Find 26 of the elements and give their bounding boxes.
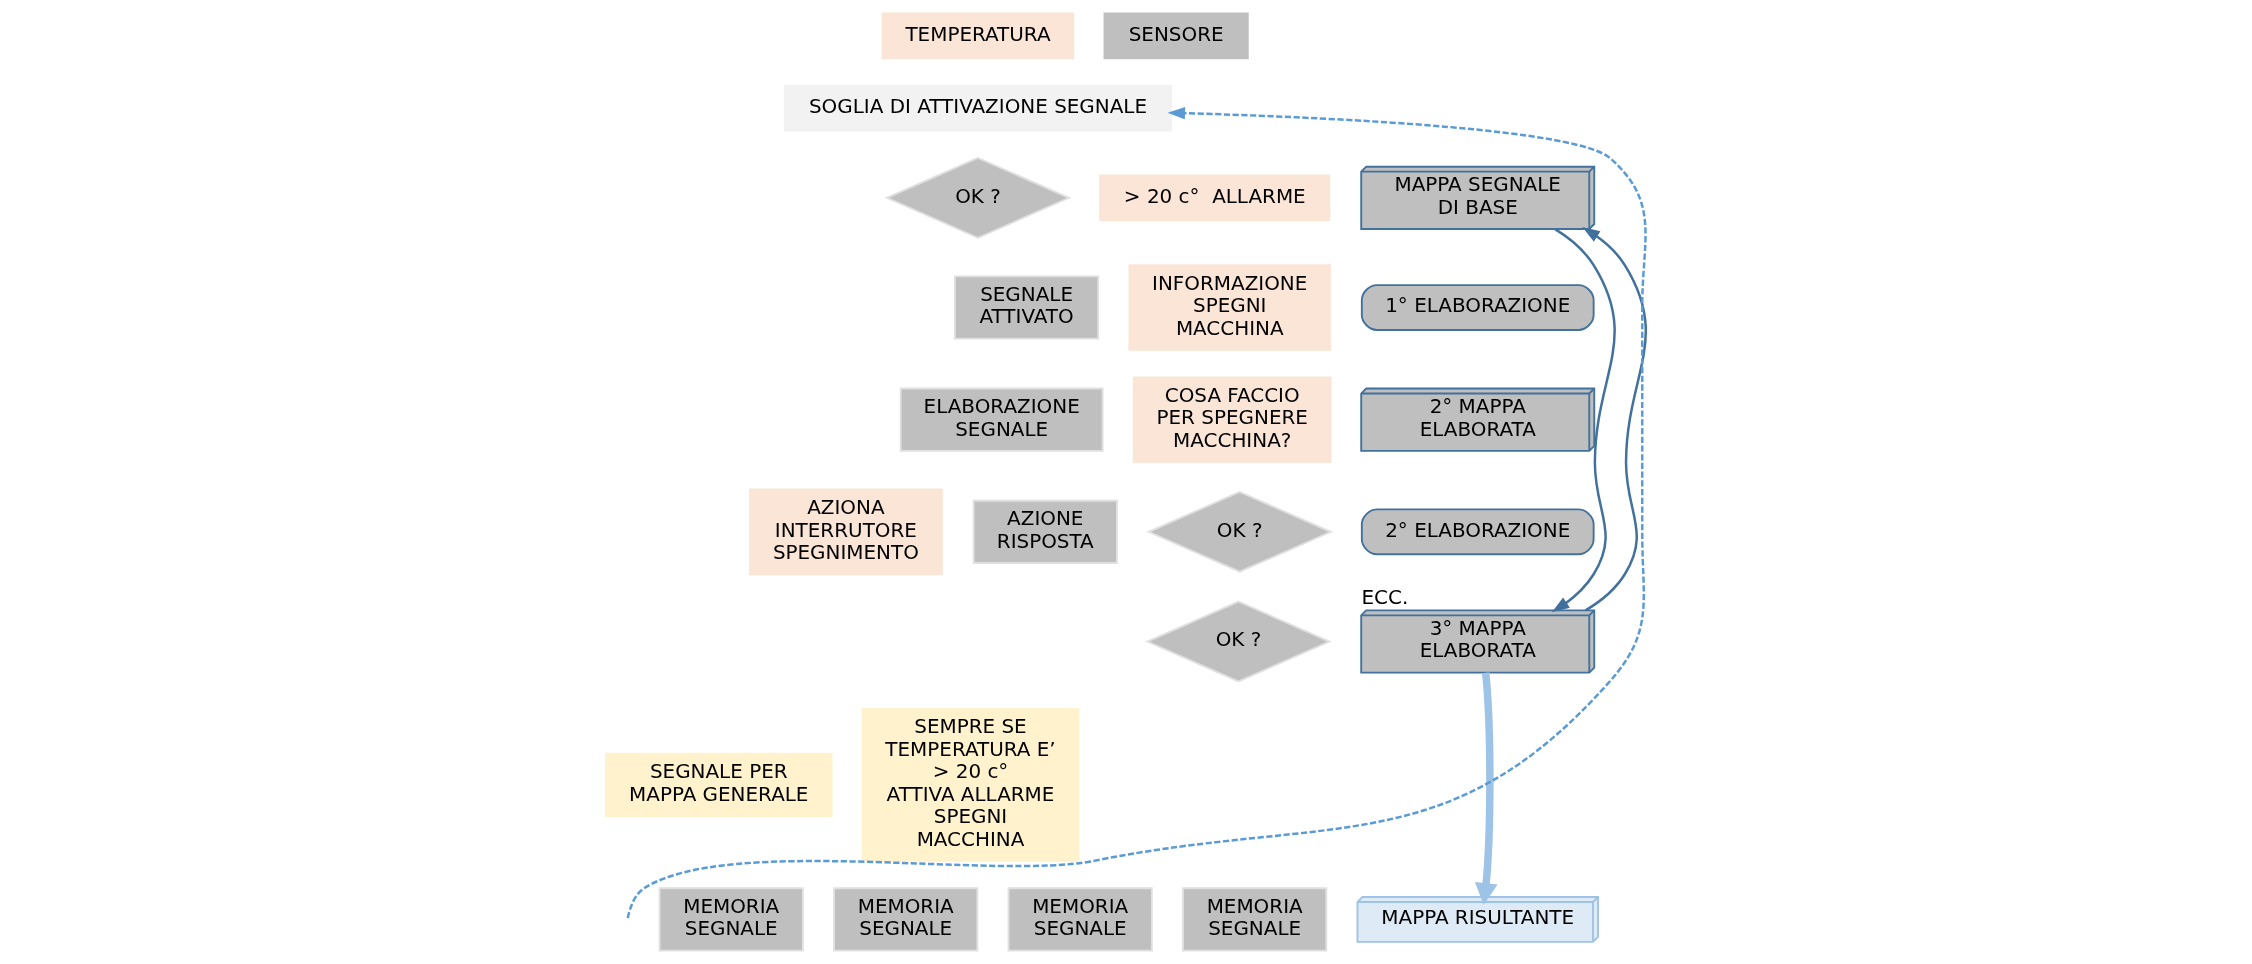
arrow — [1551, 228, 1616, 613]
node-box: TEMPERATURA — [881, 12, 1075, 60]
node-box: MEMORIA SEGNALE — [1182, 887, 1328, 952]
arrow — [1582, 227, 1647, 612]
node-box: AZIONA INTERRUTORE SPEGNIMENTO — [749, 488, 943, 576]
arrow — [626, 107, 1647, 919]
node-box: MEMORIA SEGNALE — [1007, 887, 1153, 952]
node-box: ELABORAZIONE SEGNALE — [899, 387, 1104, 452]
node-box: MEMORIA SEGNALE — [833, 887, 979, 952]
node-box: 2° ELABORAZIONE — [1360, 508, 1595, 556]
node-diamond: OK ? — [1146, 490, 1333, 573]
node-box: SEGNALE PER MAPPA GENERALE — [605, 752, 833, 817]
node-diamond: OK ? — [884, 156, 1072, 239]
node-box: SEGNALE ATTIVATO — [954, 275, 1100, 340]
node-box: 1° ELABORAZIONE — [1360, 284, 1595, 331]
node-box: SOGLIA DI ATTIVAZIONE SEGNALE — [783, 84, 1173, 132]
node-diamond: OK ? — [1145, 600, 1332, 683]
node-box: INFORMAZIONE SPEGNI MACCHINA — [1128, 264, 1331, 351]
node-box: MEMORIA SEGNALE — [658, 887, 804, 952]
arrow — [1474, 672, 1498, 905]
node-box: AZIONE RISPOSTA — [972, 499, 1118, 564]
node-box: SEMPRE SE TEMPERATURA E’ > 20 c° ATTIVA ALLARME SPEGNI MACCHINA — [861, 707, 1080, 862]
node-box: > 20 c° ALLARME — [1099, 174, 1331, 222]
node-box: COSA FACCIO PER SPEGNERE MACCHINA? — [1132, 376, 1332, 463]
node-box: SENSORE — [1103, 12, 1249, 60]
node-label: ECC. — [1361, 585, 1409, 609]
